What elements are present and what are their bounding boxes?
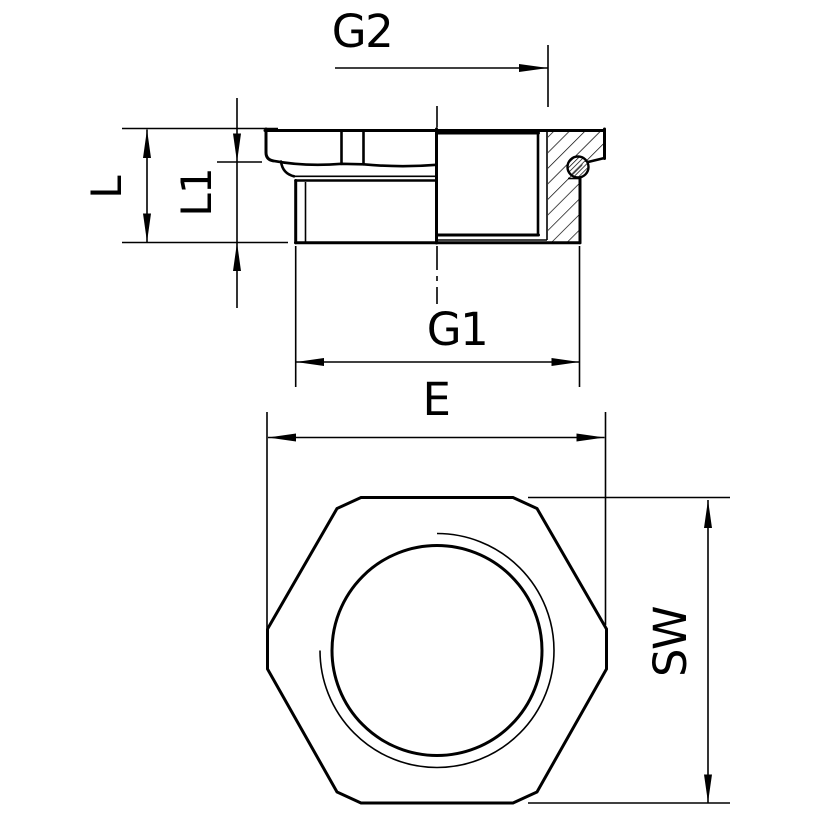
- neck-fillet: [279, 160, 296, 178]
- o-ring-seal: [566, 155, 590, 179]
- sw-arrowhead-bottom: [704, 774, 712, 803]
- sw-arrowhead-top: [704, 500, 712, 528]
- l1-arrowhead-bottom: [233, 242, 241, 271]
- dimension-e-label: E: [423, 373, 450, 426]
- thread-core-circle: [330, 544, 544, 757]
- dimension-sw: SW: [528, 496, 730, 804]
- dimension-l1: L1: [172, 98, 262, 308]
- l1-arrowhead-top: [233, 133, 241, 162]
- dimension-g2: G2: [332, 5, 549, 107]
- dimension-e: E: [266, 373, 607, 628]
- dimension-g1-label: G1: [427, 303, 488, 356]
- hexagon-outline: [266, 496, 608, 805]
- thread-crest-arc: [319, 532, 555, 769]
- l-arrowhead-bottom: [143, 213, 151, 242]
- e-arrowhead-right: [576, 433, 605, 442]
- side-section-view: [263, 106, 606, 304]
- g2-arrowhead: [519, 64, 548, 72]
- dimension-sw-label: SW: [644, 606, 697, 677]
- dimension-l-label: L: [82, 175, 131, 199]
- cross-section-hatch: [548, 130, 604, 242]
- g1-arrowhead-left: [296, 358, 324, 366]
- dimension-g1: G1: [294, 246, 581, 387]
- l-arrowhead-top: [143, 129, 151, 158]
- head-left-edge: [264, 127, 275, 163]
- hex-front-view: [266, 496, 608, 805]
- dimension-l1-label: L1: [172, 168, 221, 216]
- g1-arrowhead-right: [551, 358, 580, 366]
- dimension-g2-label: G2: [332, 5, 393, 58]
- flange-underside-right: [586, 156, 606, 164]
- head-underside-arcs: [271, 159, 438, 168]
- dimension-l: L: [82, 127, 288, 244]
- e-arrowhead-left: [268, 433, 296, 442]
